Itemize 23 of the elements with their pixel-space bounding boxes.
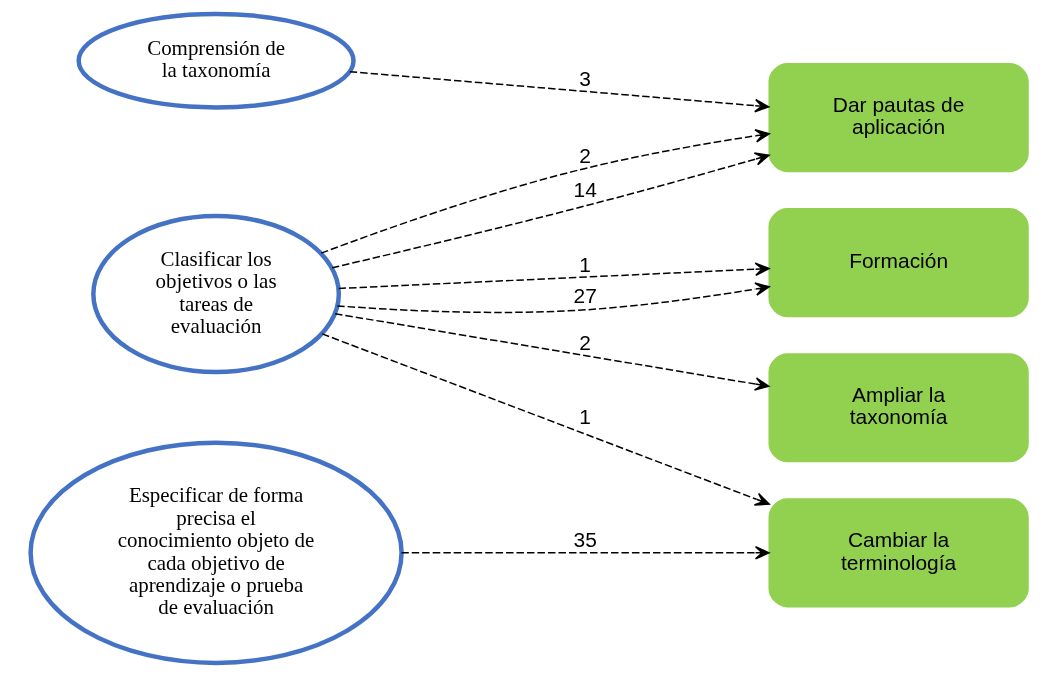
node-box: Ampliar la taxonomía: [767, 353, 1029, 463]
node-box: Cambiar la terminología: [767, 498, 1029, 608]
edge-label: 2: [578, 143, 591, 167]
node-ellipse: Clasificar los objetivos o las tareas de evaluación: [90, 213, 341, 375]
arrow: [333, 312, 770, 391]
node-box: Dar pautas de aplicación: [767, 62, 1029, 173]
edge-label: 1: [578, 252, 591, 276]
edge-label: 35: [573, 528, 597, 552]
arrow: [348, 71, 769, 113]
edge-label: 3: [578, 67, 591, 91]
node-ellipse: Comprensión de la taxonomía: [75, 11, 356, 110]
node-ellipse: Especificar de forma precisa el conocimiento objeto de cada objetivo de aprendizaje o prueba de evaluación: [27, 440, 404, 666]
arrow: [337, 262, 770, 290]
arrow: [330, 152, 770, 269]
arrow: [321, 333, 770, 506]
arrow: [320, 129, 770, 254]
arrow: [400, 546, 770, 560]
arrow: [336, 282, 770, 314]
edge-label: 1: [578, 405, 591, 429]
edge-label: 2: [578, 330, 591, 354]
edge-label: 14: [573, 178, 597, 202]
edge-label: 27: [573, 284, 597, 308]
node-box: Formación: [767, 208, 1029, 318]
